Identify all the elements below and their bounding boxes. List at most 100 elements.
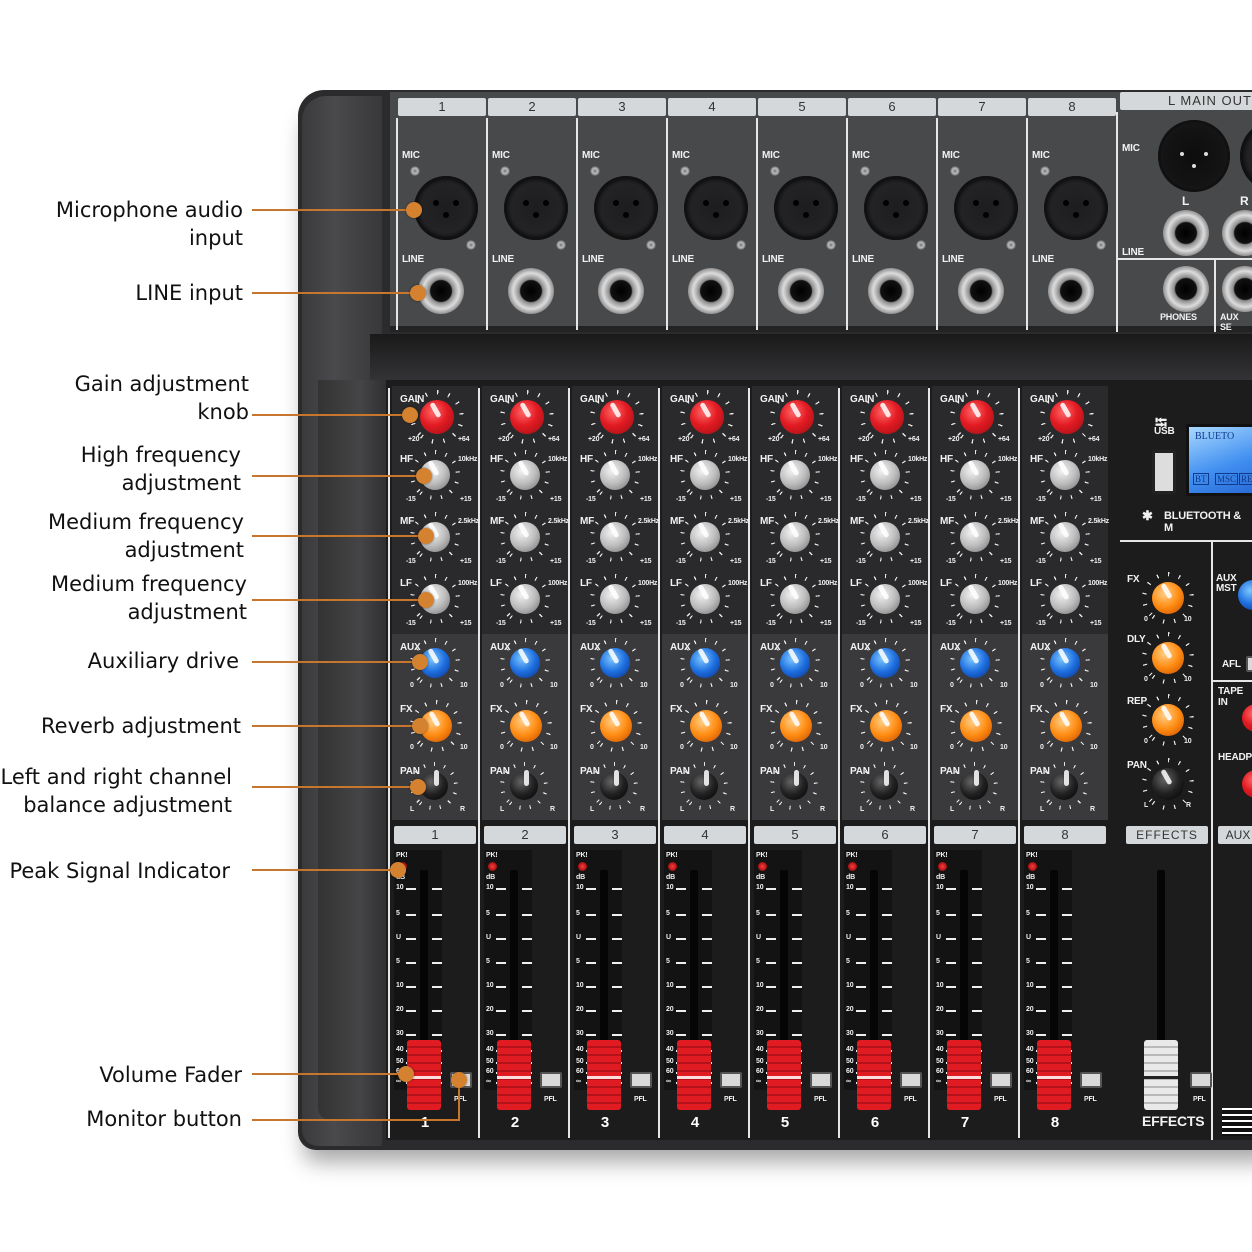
hf-knob-2[interactable] [510, 459, 540, 490]
gain-knob-6[interactable] [870, 400, 904, 434]
mf-knob-5[interactable] [780, 521, 810, 552]
gain-knob-3[interactable] [600, 400, 634, 434]
pfl-button-3[interactable] [630, 1072, 652, 1088]
mf-knob-3[interactable] [600, 521, 630, 552]
callout-peak: Peak Signal Indicator [9, 859, 230, 883]
main-out-jack-left[interactable] [1163, 210, 1209, 256]
volume-fader-6[interactable] [857, 1040, 891, 1110]
xlr-mic-input-7[interactable] [954, 176, 1018, 240]
aux-knob-8[interactable] [1050, 647, 1080, 678]
lf-knob-6[interactable] [870, 583, 900, 614]
fx-knob-5[interactable] [780, 710, 812, 742]
line-input-jack-7[interactable] [958, 268, 1004, 314]
afl-button[interactable] [1246, 656, 1252, 672]
pfl-button-2[interactable] [540, 1072, 562, 1088]
pfl-button-5[interactable] [810, 1072, 832, 1088]
usb-port[interactable] [1152, 450, 1176, 494]
xlr-mic-input-6[interactable] [864, 176, 928, 240]
xlr-mic-input-5[interactable] [774, 176, 838, 240]
effects-pan-knob[interactable] [1152, 768, 1184, 800]
gain-knob-2[interactable] [510, 400, 544, 434]
line-input-jack-5[interactable] [778, 268, 824, 314]
fx-knob-4[interactable] [690, 710, 722, 742]
pfl-button-6[interactable] [900, 1072, 922, 1088]
tape-in-knob[interactable] [1242, 704, 1252, 732]
pan-knob-3[interactable] [600, 770, 628, 800]
pan-knob-6[interactable] [870, 770, 898, 800]
volume-fader-3[interactable] [587, 1040, 621, 1110]
aux-knob-4[interactable] [690, 647, 720, 678]
aux-knob-2[interactable] [510, 647, 540, 678]
pan-knob-5[interactable] [780, 770, 808, 800]
aux-send-jack[interactable] [1222, 266, 1252, 312]
aux-knob-6[interactable] [870, 647, 900, 678]
gain-label-4: GAIN [670, 394, 695, 405]
volume-fader-5[interactable] [767, 1040, 801, 1110]
gain-knob-4[interactable] [690, 400, 724, 434]
lf-knob-7[interactable] [960, 583, 990, 614]
aux-knob-7[interactable] [960, 647, 990, 678]
hf-knob-8[interactable] [1050, 459, 1080, 490]
volume-fader-2[interactable] [497, 1040, 531, 1110]
fx-min-6: 0 [860, 744, 864, 751]
pan-knob-7[interactable] [960, 770, 988, 800]
pan-knob-2[interactable] [510, 770, 538, 800]
main-out-jack-right[interactable] [1222, 210, 1252, 256]
line-input-jack-2[interactable] [508, 268, 554, 314]
hf-knob-3[interactable] [600, 459, 630, 490]
pfl-button-4[interactable] [720, 1072, 742, 1088]
pfl-button-8[interactable] [1080, 1072, 1102, 1088]
volume-fader-7[interactable] [947, 1040, 981, 1110]
aux-knob-3[interactable] [600, 647, 630, 678]
mf-knob-6[interactable] [870, 521, 900, 552]
fx-knob-7[interactable] [960, 710, 992, 742]
gain-knob-5[interactable] [780, 400, 814, 434]
pan-knob-4[interactable] [690, 770, 718, 800]
fx-knob-2[interactable] [510, 710, 542, 742]
xlr-mic-input-3[interactable] [594, 176, 658, 240]
mf-knob-2[interactable] [510, 521, 540, 552]
input-divider-1 [396, 118, 398, 330]
effects-rep-knob[interactable] [1152, 704, 1184, 736]
aux-knob-5[interactable] [780, 647, 810, 678]
effects-fader[interactable] [1144, 1040, 1178, 1110]
aux-master-knob[interactable] [1238, 580, 1252, 610]
hf-knob-4[interactable] [690, 459, 720, 490]
effects-fx-knob[interactable] [1152, 582, 1184, 614]
xlr-mic-input-1[interactable] [414, 176, 478, 240]
mf-knob-8[interactable] [1050, 521, 1080, 552]
volume-fader-8[interactable] [1037, 1040, 1071, 1110]
lf-knob-8[interactable] [1050, 583, 1080, 614]
pfl-button-7[interactable] [990, 1072, 1012, 1088]
fx-knob-6[interactable] [870, 710, 902, 742]
lf-knob-2[interactable] [510, 583, 540, 614]
hf-knob-7[interactable] [960, 459, 990, 490]
main-out-xlr-left[interactable] [1158, 120, 1230, 192]
line-input-jack-6[interactable] [868, 268, 914, 314]
volume-fader-4[interactable] [677, 1040, 711, 1110]
xlr-mic-input-8[interactable] [1044, 176, 1108, 240]
xlr-mic-input-4[interactable] [684, 176, 748, 240]
phones-jack[interactable] [1163, 266, 1209, 312]
hf-knob-5[interactable] [780, 459, 810, 490]
gain-knob-1[interactable] [420, 400, 454, 434]
fx-knob-8[interactable] [1050, 710, 1082, 742]
gain-knob-8[interactable] [1050, 400, 1084, 434]
effects-pfl-button[interactable] [1190, 1072, 1212, 1088]
lf-knob-3[interactable] [600, 583, 630, 614]
effects-dly-knob[interactable] [1152, 642, 1184, 674]
hf-knob-6[interactable] [870, 459, 900, 490]
lf-knob-5[interactable] [780, 583, 810, 614]
pan-knob-8[interactable] [1050, 770, 1078, 800]
mf-knob-4[interactable] [690, 521, 720, 552]
line-input-jack-3[interactable] [598, 268, 644, 314]
gain-knob-7[interactable] [960, 400, 994, 434]
strip-divider-3 [568, 388, 570, 1138]
line-input-jack-8[interactable] [1048, 268, 1094, 314]
mf-knob-7[interactable] [960, 521, 990, 552]
xlr-mic-input-2[interactable] [504, 176, 568, 240]
headphones-knob[interactable] [1242, 770, 1252, 798]
line-input-jack-4[interactable] [688, 268, 734, 314]
fx-knob-3[interactable] [600, 710, 632, 742]
lf-knob-4[interactable] [690, 583, 720, 614]
